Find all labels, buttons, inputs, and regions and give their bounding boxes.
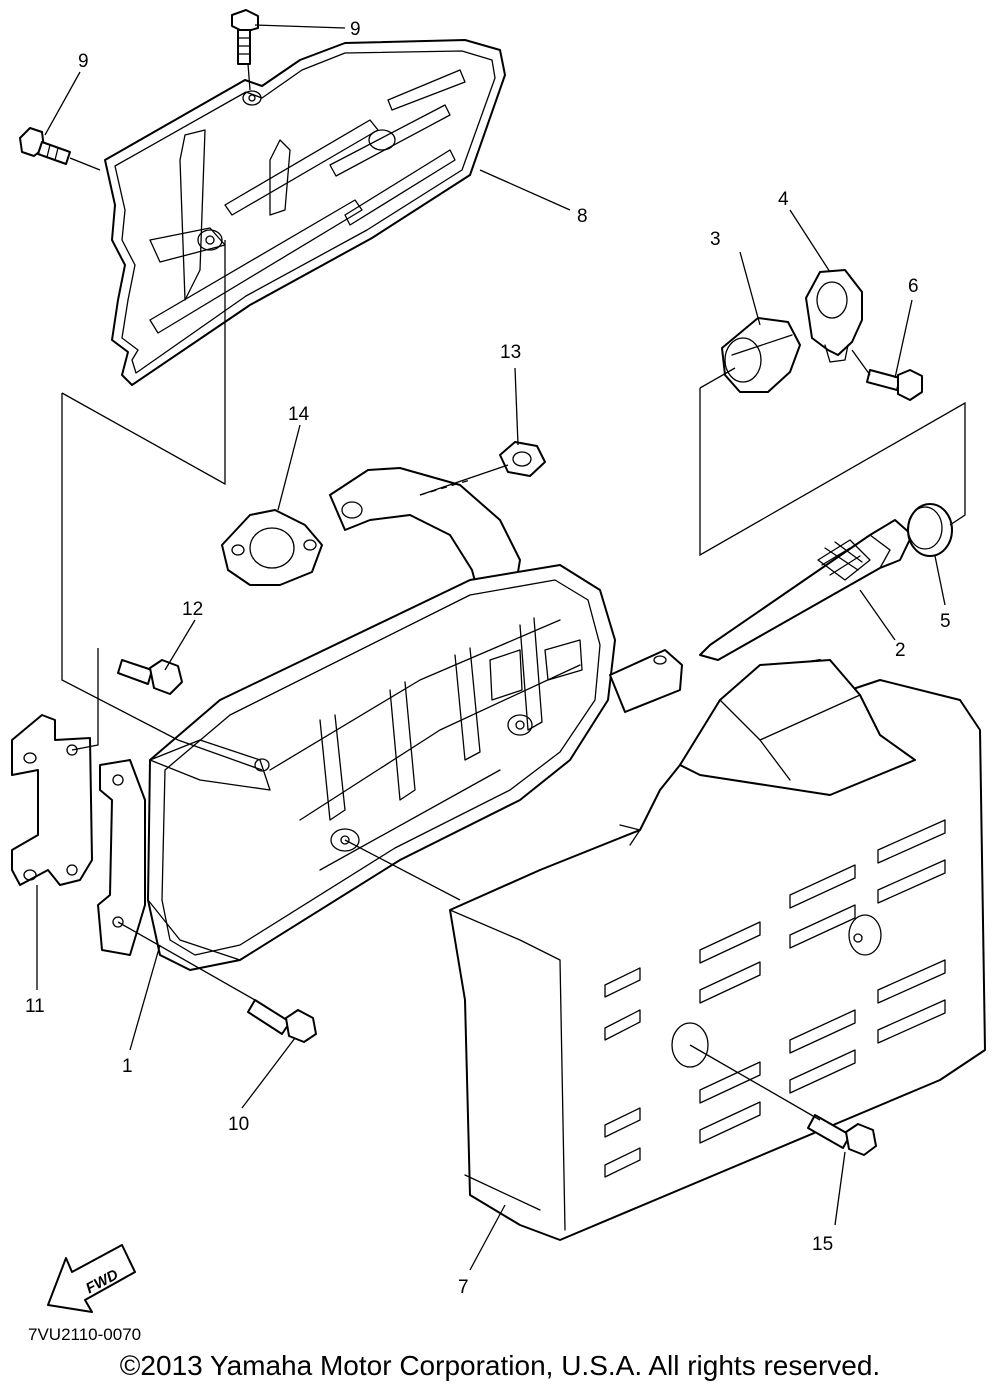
callout-labels: 1 2 3 4 5 6 7 8 9 9 10 11 12 13 14 15 [25,19,951,1298]
callout-14: 14 [288,404,310,425]
callout-3: 3 [710,229,721,250]
part-9-bolt-left [19,127,71,165]
diagram-code: 7VU2110-0070 [28,1325,142,1344]
callout-4: 4 [778,189,789,210]
callout-15: 15 [812,1234,833,1255]
part-15-bolt [807,1114,877,1156]
callout-11: 11 [25,996,45,1017]
part-4-clamp [805,269,863,363]
copyright-notice: ©2013 Yamaha Motor Corporation, U.S.A. A… [119,1350,881,1381]
part-14-gasket [221,509,323,586]
part-10-bolt [247,999,317,1043]
part-2-spark-arrester [699,519,913,661]
callout-7: 7 [458,1277,469,1298]
callout-5: 5 [940,611,951,632]
part-5-cap [907,503,953,557]
assembly-lines [61,63,966,1121]
callout-2: 2 [895,640,906,661]
part-13-nut [499,441,546,477]
callout-6: 6 [908,276,919,297]
part-8-heat-protector [104,39,506,386]
callout-8: 8 [577,206,588,227]
part-1-muffler [147,467,683,971]
leader-lines [36,24,946,1271]
part-6-bolt [866,369,923,401]
callout-10: 10 [228,1114,249,1135]
fwd-arrow-icon: FWD [47,1244,136,1313]
part-3-collar [721,317,801,393]
callout-9-left: 9 [78,51,89,72]
part-7-muffler-cover [449,659,986,1241]
callout-12: 12 [182,599,203,620]
part-11-bracket [11,714,146,956]
callout-1: 1 [122,1056,133,1077]
callout-13: 13 [500,342,521,363]
part-12-bolt [117,659,183,695]
callout-9-top: 9 [350,19,361,40]
part-9-bolt-top [231,9,259,65]
